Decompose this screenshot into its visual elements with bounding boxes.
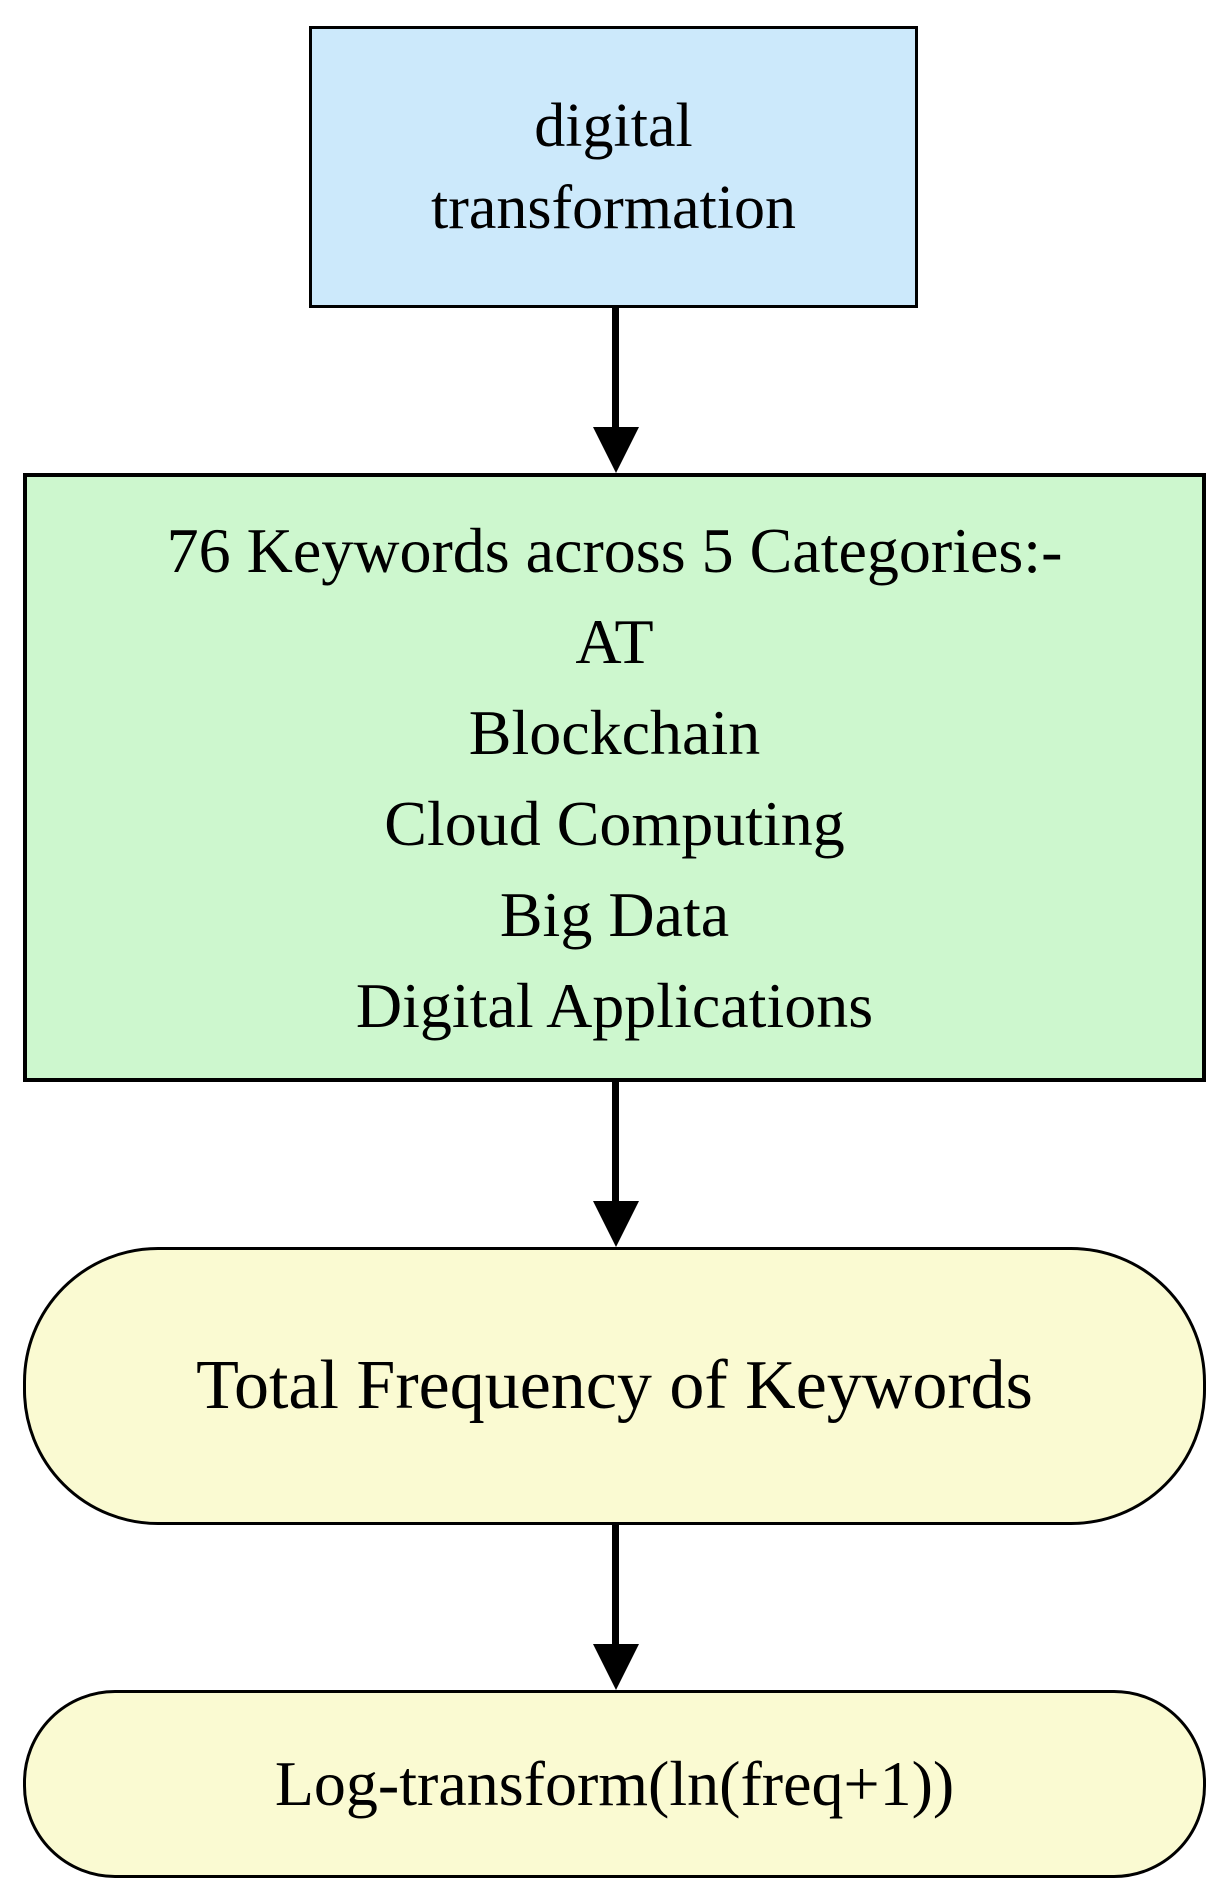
arrow-down-icon bbox=[593, 1644, 639, 1690]
node-label-line: Blockchain bbox=[468, 696, 761, 768]
node-label-line: Digital Applications bbox=[355, 969, 874, 1041]
flow-arrow-2-line bbox=[612, 1082, 619, 1203]
node-label-line: Big Data bbox=[499, 878, 730, 950]
node-total-frequency: Total Frequency of Keywords bbox=[23, 1247, 1206, 1525]
node-digital-transformation: digital transformation bbox=[309, 26, 918, 308]
node-keywords-categories: 76 Keywords across 5 Categories:- AT Blo… bbox=[23, 473, 1206, 1082]
node-log-transform: Log-transform(ln(freq+1)) bbox=[23, 1690, 1206, 1878]
flow-arrow-1-line bbox=[612, 308, 619, 429]
arrow-down-icon bbox=[593, 427, 639, 473]
node-label-line: digital bbox=[534, 92, 693, 160]
flow-arrow-3-line bbox=[612, 1525, 619, 1646]
node-label-line: transformation bbox=[430, 174, 796, 242]
node-label-line: Log-transform(ln(freq+1)) bbox=[274, 1748, 955, 1819]
node-label-line: 76 Keywords across 5 Categories:- bbox=[166, 514, 1063, 586]
node-label-line: AT bbox=[575, 605, 654, 677]
node-label-line: Cloud Computing bbox=[384, 787, 845, 859]
node-label-line: Total Frequency of Keywords bbox=[196, 1347, 1033, 1424]
arrow-down-icon bbox=[593, 1201, 639, 1247]
